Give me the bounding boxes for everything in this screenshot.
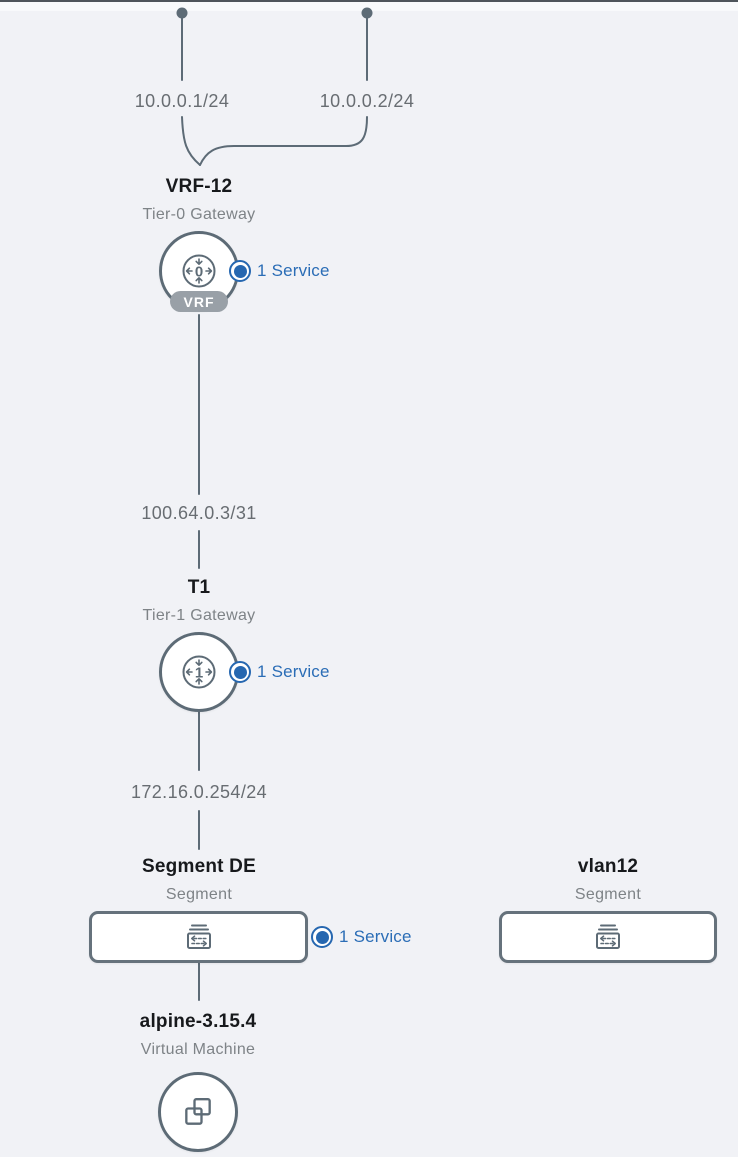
virtual-machine-icon <box>185 1098 211 1125</box>
tier0-tier1-link-ip-label: 100.64.0.3/31 <box>141 503 257 523</box>
segment-de-subtitle: Segment <box>165 886 233 903</box>
uplink-merge-curve-left <box>181 116 201 166</box>
tier1-gateway-icon: 1 <box>182 655 216 689</box>
tier0-service-count-label[interactable]: 1 Service <box>257 261 330 280</box>
service-badge-dot <box>315 930 329 944</box>
tier1-subtitle: Tier-1 Gateway <box>142 607 256 624</box>
segment-de-node[interactable] <box>89 911 308 963</box>
tier0-service-badge[interactable] <box>229 260 251 282</box>
vrf-badge[interactable]: VRF <box>170 291 228 312</box>
tier1-segment-link-ip-label: 172.16.0.254/24 <box>130 782 268 802</box>
segment-icon <box>596 924 620 949</box>
vm-title: alpine-3.15.4 <box>139 1011 257 1032</box>
tier1-service-count-label[interactable]: 1 Service <box>257 662 330 681</box>
vlan12-subtitle: Segment <box>574 886 642 903</box>
svg-text:0: 0 <box>195 263 203 280</box>
service-badge-dot <box>233 264 247 278</box>
svg-text:1: 1 <box>195 664 203 681</box>
uplink-ip-label: 10.0.0.1/24 <box>134 91 230 111</box>
tier1-service-badge[interactable] <box>229 661 251 683</box>
tier0-title: VRF-12 <box>165 176 233 197</box>
vlan12-node[interactable] <box>499 911 717 963</box>
segment-de-title: Segment DE <box>142 856 256 877</box>
tier1-title: T1 <box>187 577 211 598</box>
vlan12-title: vlan12 <box>577 856 639 877</box>
service-badge-dot <box>233 665 247 679</box>
top-strip <box>0 0 738 11</box>
segment-icon <box>186 924 211 949</box>
tier0-gateway-icon: 0 <box>182 254 216 288</box>
tier1-gateway-node[interactable]: 1 <box>159 632 239 712</box>
segment-de-service-count-label[interactable]: 1 Service <box>339 927 412 946</box>
uplink-ip-label: 10.0.0.2/24 <box>319 91 415 111</box>
tier0-subtitle: Tier-0 Gateway <box>142 206 256 223</box>
vm-subtitle: Virtual Machine <box>140 1041 256 1058</box>
vm-node[interactable] <box>158 1072 238 1152</box>
uplink-merge-curve-right <box>199 116 368 166</box>
segment-de-service-badge[interactable] <box>311 926 333 948</box>
